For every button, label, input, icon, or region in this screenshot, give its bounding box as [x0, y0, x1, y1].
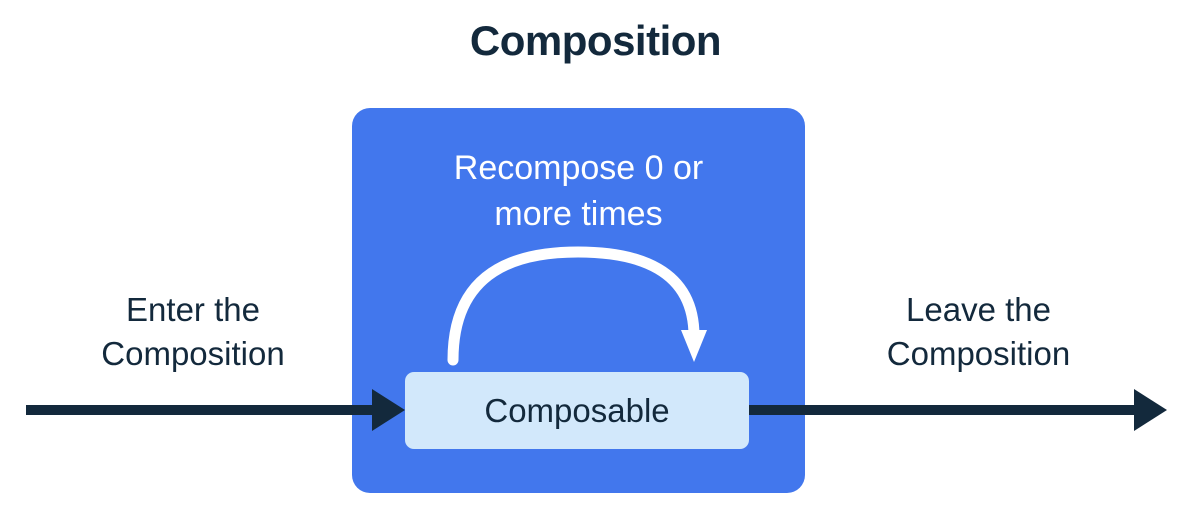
page-title: Composition: [469, 17, 722, 64]
enter-composition-caption: Enter the Composition: [28, 288, 358, 375]
enter-caption-line-2: Composition: [101, 334, 285, 372]
composable-node: Composable: [405, 372, 749, 449]
recompose-label: Recompose 0 or more times: [362, 146, 795, 237]
recompose-label-line-1: Recompose 0 or: [453, 149, 704, 187]
enter-caption-line-1: Enter the: [126, 291, 260, 328]
recompose-label-line-2: more times: [494, 194, 663, 233]
leave-caption-line-1: Leave the: [906, 291, 1051, 328]
composable-label: Composable: [484, 392, 670, 429]
leave-caption-line-2: Composition: [886, 334, 1071, 372]
leave-composition-caption: Leave the Composition: [806, 288, 1151, 375]
leave-composition-arrow: [749, 389, 1167, 431]
enter-composition-arrow: [26, 389, 405, 431]
